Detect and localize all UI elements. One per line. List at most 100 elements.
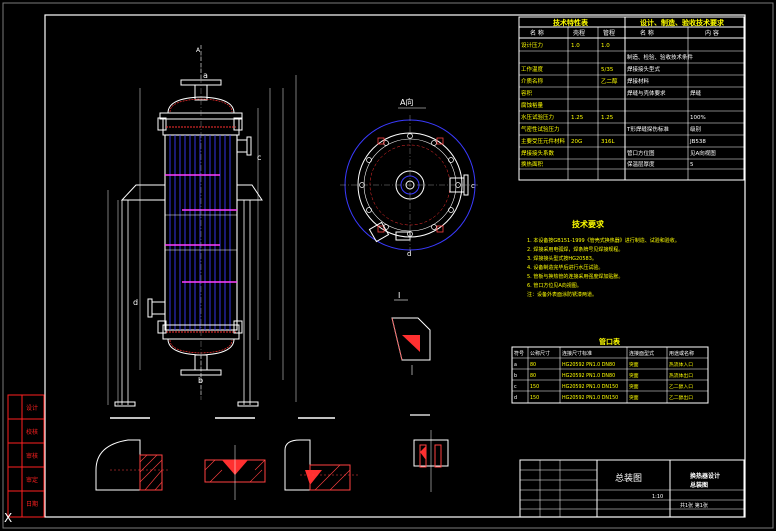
tech-requirement-line: 6. 管口方位见A向视图。	[527, 282, 582, 289]
view-nozzle-c: c	[471, 182, 475, 190]
nozzle-table-cell: 80	[530, 362, 536, 368]
tech-header: 壳程	[573, 29, 585, 37]
bottom-detail-4[interactable]	[410, 414, 449, 492]
project-line1: 换热器设计	[690, 472, 720, 480]
margin-label: 日期	[26, 500, 38, 508]
bottom-detail-3[interactable]	[284, 417, 360, 491]
tech-table-cell: 乙二醇	[601, 77, 618, 85]
tech-table-cell: JB538	[689, 139, 706, 145]
margin-label: 设计	[26, 404, 38, 412]
nozzle-c[interactable]	[236, 139, 248, 153]
tech-requirement-line: 4. 设备制造完毕后进行水压试验。	[527, 264, 603, 271]
tech-header: 管程	[603, 29, 615, 37]
tech-table-cell: 焊缝与壳体要求	[627, 89, 666, 97]
tech-table-cell: 换热面积	[521, 160, 544, 168]
drawing-frame	[44, 14, 746, 518]
tube-bundle	[169, 135, 231, 330]
tech-table-cell: 制造、检验、验收技术条件	[627, 53, 694, 61]
tech-table-cell: 管口方位图	[627, 149, 655, 157]
tech-table-cell: 见A向视图	[690, 149, 716, 157]
nozzle-table-cell: HG20592 PN1.0 DN150	[562, 395, 618, 401]
view-arrow-label: A	[196, 47, 201, 54]
tech-req-title: 技术要求	[572, 219, 605, 229]
tech-table-cell: 焊接材料	[627, 77, 650, 85]
tech-table-cell: 5/35	[601, 67, 614, 73]
nozzle-label-b: b	[198, 376, 203, 385]
drawing-title: 总装图	[615, 472, 642, 484]
nozzle-table-cell: 热流体入口	[669, 361, 693, 368]
tech-requirement-line: 注：设备外表面涂防锈漆两道。	[527, 291, 597, 298]
baffles	[165, 174, 237, 283]
tech-requirement-line: 2. 焊接采用电弧焊，焊条牌号见焊接规程。	[527, 246, 623, 253]
tech-table-cell: 介质名称	[521, 77, 544, 85]
nozzle-d[interactable]	[151, 301, 166, 315]
margin-label: 审定	[26, 476, 38, 484]
tech-header: 名 称	[640, 29, 654, 37]
nozzle-table-cell: 突面	[629, 372, 639, 379]
tech-table-cell: 保温层厚度	[627, 160, 655, 168]
tech-table-cell: 工作温度	[521, 65, 544, 73]
view-a-section[interactable]: A向 c d	[340, 97, 480, 258]
nozzle-table-cell: HG20592 PN1.0 DN80	[562, 362, 615, 368]
tech-table-cell: 级别	[690, 125, 701, 133]
tech-table-cell: 焊接接头系数	[521, 149, 555, 157]
vessel-front-view[interactable]: a A	[107, 45, 297, 407]
tech-table-cell: 设计压力	[521, 41, 543, 49]
nozzle-table-cell: b	[514, 373, 517, 379]
nozzle-table-header: 用途或名称	[669, 350, 694, 357]
tech-requirement-line: 1. 本设备按GB151-1999《管壳式换热器》进行制造、试验和验收。	[527, 237, 680, 244]
tech-table-cell: 316L	[601, 139, 615, 145]
nozzle-label-a: a	[203, 71, 208, 80]
nozzle-table-cell: 热流体出口	[669, 372, 693, 379]
detail-i-label: I	[398, 291, 400, 300]
nozzle-table-cell: 突面	[629, 383, 639, 390]
nozzle-table-cell: HG20592 PN1.0 DN150	[562, 384, 618, 390]
corner-marker: X	[4, 511, 12, 525]
tech-requirements: 技术要求 1. 本设备按GB151-1999《管壳式换热器》进行制造、试验和验收…	[527, 219, 680, 298]
nozzle-table-header: 连接尺寸标准	[562, 350, 592, 357]
project-line2: 总装图	[690, 481, 708, 489]
view-nozzle-d: d	[407, 250, 411, 258]
bottom-detail-2[interactable]	[204, 417, 266, 500]
tech-table-cell: 5	[690, 162, 694, 168]
tech-requirement-line: 5. 管板与换热管的连接采用强度焊加贴胀。	[527, 273, 623, 280]
nozzle-label-d: d	[133, 298, 138, 307]
nozzle-table-header: 符号	[514, 350, 524, 357]
nozzle-table-header: 连接面型式	[629, 350, 654, 357]
tech-table-cell: 100%	[690, 115, 706, 121]
tech-table-cell: 容积	[521, 89, 533, 97]
title-block: 总装图 换热器设计 总装图 1:10 共1张 第1张	[519, 459, 745, 518]
tech-table-cell: 气密性试验压力	[521, 125, 560, 133]
tech-header: 名 称	[530, 29, 544, 37]
nozzle-table-cell: a	[514, 363, 517, 368]
tech-requirement-line: 3. 焊接接头型式按HG20583。	[527, 255, 597, 262]
nozzle-table-cell: HG20592 PN1.0 DN80	[562, 373, 615, 379]
tech-table-cell: 主要受压元件材料	[521, 137, 566, 145]
margin-label: 审核	[26, 452, 38, 460]
nozzle-table-cell: 150	[530, 395, 539, 401]
nozzle-table-header: 公称尺寸	[530, 350, 550, 357]
nozzle-label-c: c	[257, 153, 261, 162]
nozzle-table-cell: 80	[530, 373, 536, 379]
sheet-value: 共1张 第1张	[680, 502, 708, 509]
bottom-detail-1[interactable]	[95, 417, 170, 491]
tech-characteristics-table: 技术特性表 设计、制造、验收技术要求 名 称 壳程 管程 名 称 内 容 设计压…	[518, 16, 745, 181]
tech-table-cell: 20G	[571, 139, 582, 145]
left-margin-table: 设计 校核 审核 审定 日期	[7, 394, 45, 518]
nozzle-table-cell: c	[514, 385, 517, 390]
margin-label: 校核	[26, 428, 38, 436]
tech-table-cell: 焊缝	[690, 89, 702, 97]
tech-table-cell: 1.0	[601, 43, 610, 49]
tech-table-cell: 水压试验压力	[521, 113, 554, 121]
detail-i[interactable]: I	[391, 291, 431, 375]
nozzle-table-cell: 突面	[629, 361, 639, 368]
nozzle-table-cell: 突面	[629, 394, 639, 401]
nozzle-table-cell: 150	[530, 384, 539, 390]
tech-table-cell: 1.25	[601, 115, 614, 121]
scale-value: 1:10	[652, 494, 663, 500]
nozzle-table-title: 管口表	[599, 337, 621, 346]
nozzle-table-cell: 乙二醇出口	[669, 394, 693, 401]
